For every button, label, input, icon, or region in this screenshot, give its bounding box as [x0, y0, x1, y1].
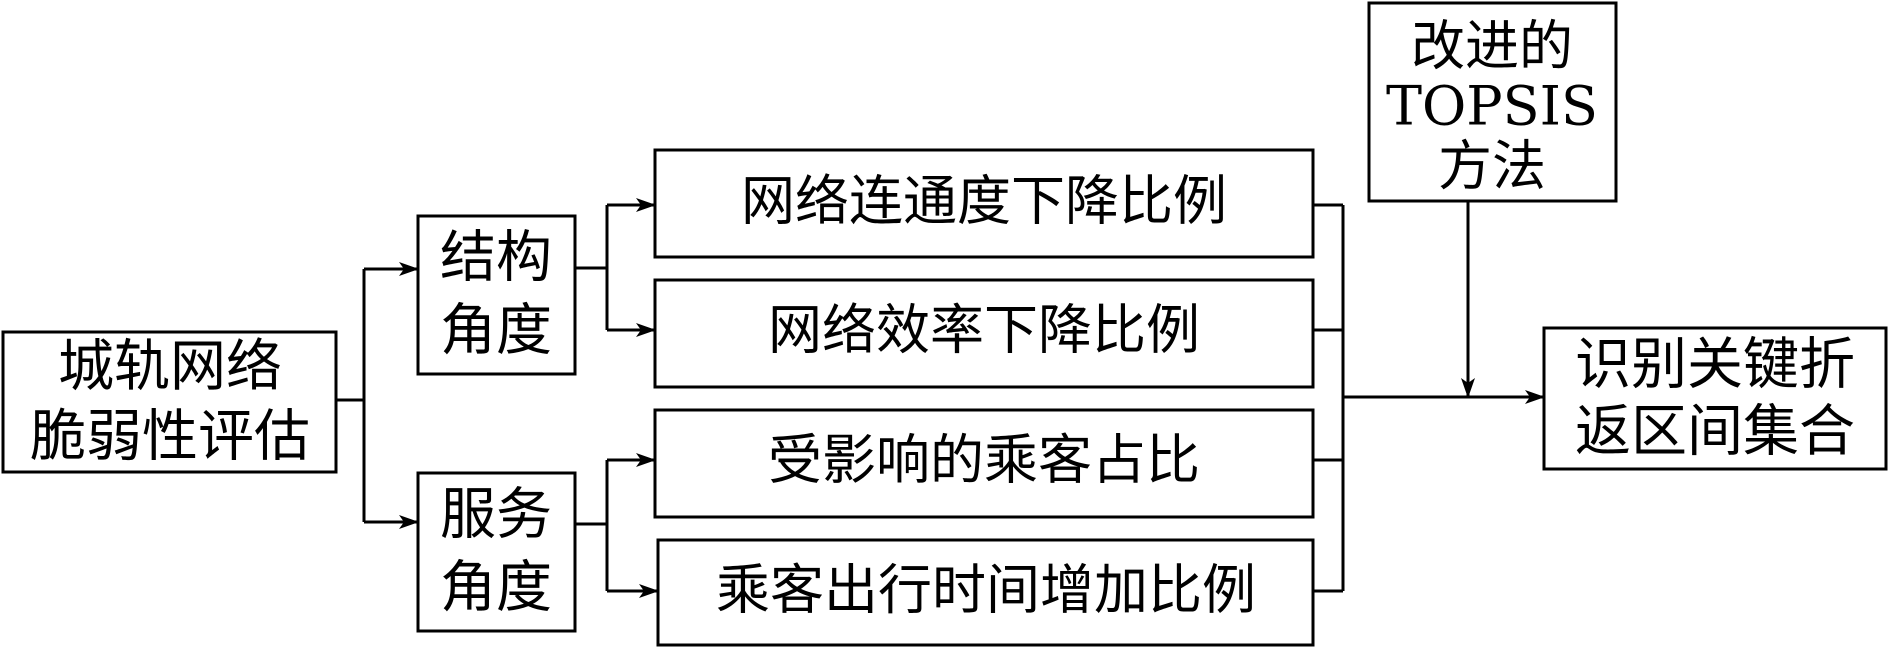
result-node: 识别关键折 返区间集合 — [1542, 326, 1888, 471]
method-line-3: 方法 — [1438, 135, 1546, 198]
metric-travel-time-label: 乘客出行时间增加比例 — [716, 559, 1256, 622]
root-node: 城轨网络 脆弱性评估 — [1, 330, 338, 474]
service-split-connector — [575, 460, 609, 591]
metric-affected-passengers-node: 受影响的乘客占比 — [653, 408, 1315, 519]
result-line-2: 返区间集合 — [1575, 400, 1855, 465]
metric-affected-passengers-label: 受影响的乘客占比 — [768, 429, 1200, 492]
metric-connectivity-label: 网络连通度下降比例 — [741, 170, 1227, 233]
service-perspective-node: 服务 角度 — [416, 471, 577, 633]
root-line-1: 城轨网络 — [58, 335, 282, 400]
root-split-connector — [336, 269, 366, 522]
metric-travel-time-node: 乘客出行时间增加比例 — [656, 538, 1315, 647]
method-line-2: TOPSIS — [1386, 75, 1598, 138]
metric-connectivity-node: 网络连通度下降比例 — [653, 148, 1315, 259]
service-line-2: 角度 — [440, 556, 552, 621]
metric-efficiency-label: 网络效率下降比例 — [768, 299, 1200, 362]
root-line-2: 脆弱性评估 — [30, 405, 310, 470]
structure-perspective-node: 结构 角度 — [416, 214, 577, 376]
metrics-merge-connector — [1313, 203, 1345, 593]
method-node: 改进的 TOPSIS 方法 — [1367, 1, 1618, 203]
structure-line-1: 结构 — [440, 226, 552, 291]
metric-efficiency-node: 网络效率下降比例 — [653, 278, 1315, 389]
structure-split-connector — [575, 205, 609, 330]
method-line-1: 改进的 — [1411, 15, 1573, 78]
structure-line-2: 角度 — [440, 299, 552, 364]
service-line-1: 服务 — [440, 483, 552, 548]
result-line-1: 识别关键折 — [1575, 333, 1855, 398]
